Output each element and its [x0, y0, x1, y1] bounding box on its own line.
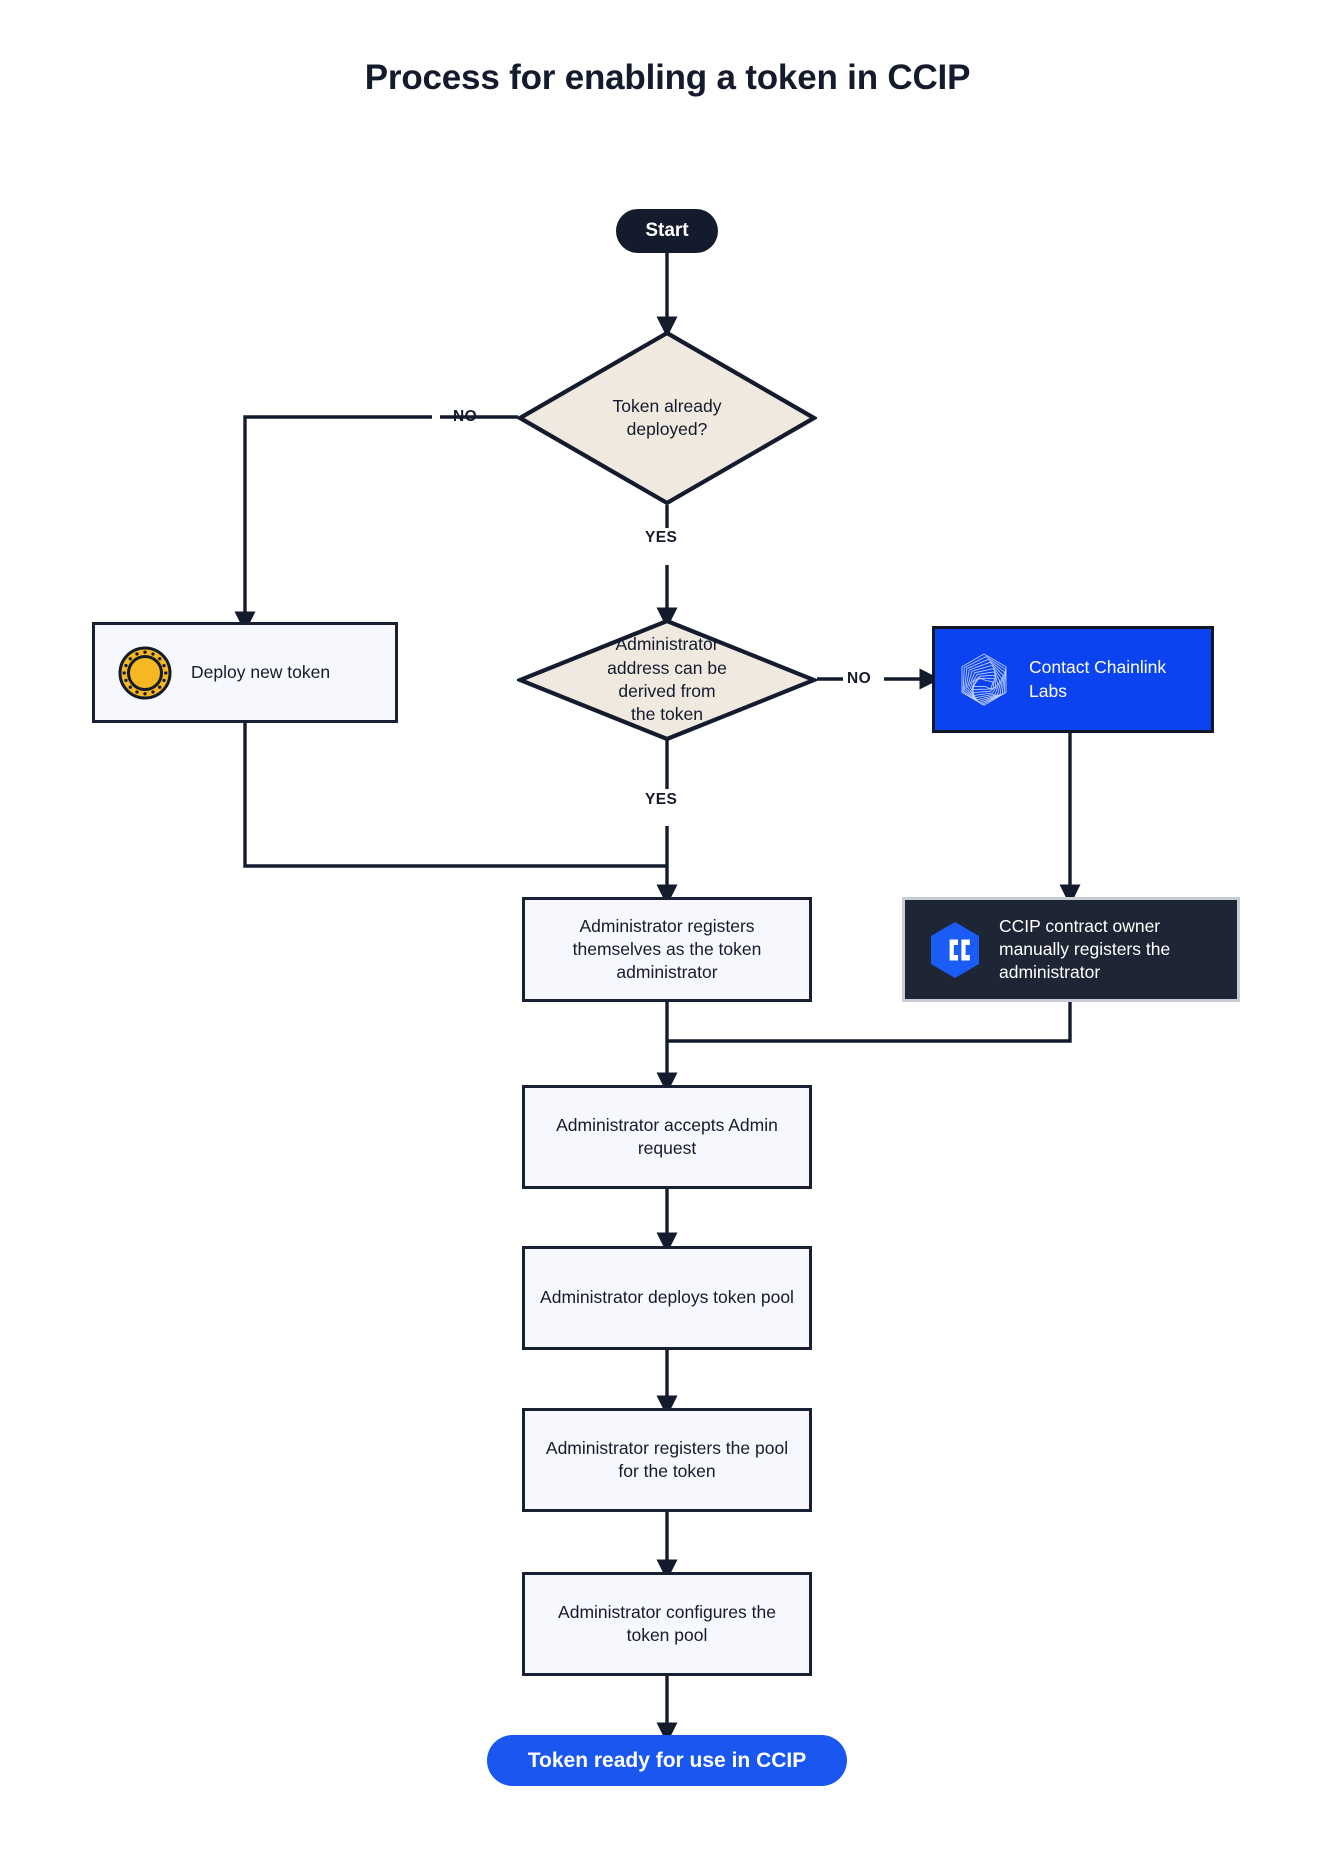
node-admin-deploys-pool-label: Administrator deploys token pool — [540, 1287, 794, 1308]
node-admin-registers-self[interactable]: Administrator registers themselves as th… — [522, 897, 812, 1002]
node-decision-token-deployed[interactable]: Token already deployed? — [517, 330, 817, 506]
chainlink-labs-logo-icon — [961, 653, 1007, 706]
node-admin-configures-pool-label: Administrator configures the token pool — [558, 1601, 776, 1645]
diamond-shape — [517, 330, 817, 506]
node-contact-chainlink-labs-label: Contact Chainlink Labs — [1029, 657, 1167, 701]
node-ccip-owner-registers[interactable]: CCIP contract owner manually registers t… — [902, 897, 1240, 1002]
edge-label-deployed-yes: YES — [645, 529, 678, 546]
ccip-logo-icon — [931, 921, 979, 978]
node-ccip-owner-registers-label: CCIP contract owner manually registers t… — [999, 915, 1171, 983]
node-admin-registers-pool-label: Administrator registers the pool for the… — [545, 1437, 789, 1481]
node-decision-admin-derived-label: Administrator address can be derived fro… — [607, 634, 727, 725]
node-admin-accepts-request[interactable]: Administrator accepts Admin request — [522, 1085, 812, 1189]
node-decision-token-deployed-label: Token already deployed? — [612, 395, 722, 439]
node-admin-configures-pool[interactable]: Administrator configures the token pool — [522, 1572, 812, 1676]
node-admin-deploys-pool[interactable]: Administrator deploys token pool — [522, 1246, 812, 1350]
node-decision-admin-derived[interactable]: Administrator address can be derived fro… — [517, 618, 817, 742]
node-admin-registers-self-label: Administrator registers themselves as th… — [572, 915, 762, 983]
edge-label-derived-yes: YES — [645, 791, 678, 808]
edge-label-deployed-no: NO — [453, 408, 478, 425]
gold-coin-icon — [118, 646, 172, 699]
node-end[interactable]: Token ready for use in CCIP — [487, 1735, 847, 1786]
node-start[interactable]: Start — [616, 209, 718, 253]
node-deploy-new-token-label: Deploy new token — [191, 661, 331, 682]
node-contact-chainlink-labs[interactable]: Contact Chainlink Labs — [932, 626, 1214, 733]
node-start-label: Start — [645, 220, 689, 241]
node-admin-registers-pool[interactable]: Administrator registers the pool for the… — [522, 1408, 812, 1512]
node-end-label: Token ready for use in CCIP — [527, 1748, 807, 1772]
page-title: Process for enabling a token in CCIP — [364, 58, 971, 97]
diamond-shape — [517, 618, 817, 742]
edge-label-derived-no: NO — [847, 670, 872, 687]
node-deploy-new-token[interactable]: Deploy new token — [92, 622, 398, 723]
node-admin-accepts-request-label: Administrator accepts Admin request — [556, 1114, 778, 1158]
